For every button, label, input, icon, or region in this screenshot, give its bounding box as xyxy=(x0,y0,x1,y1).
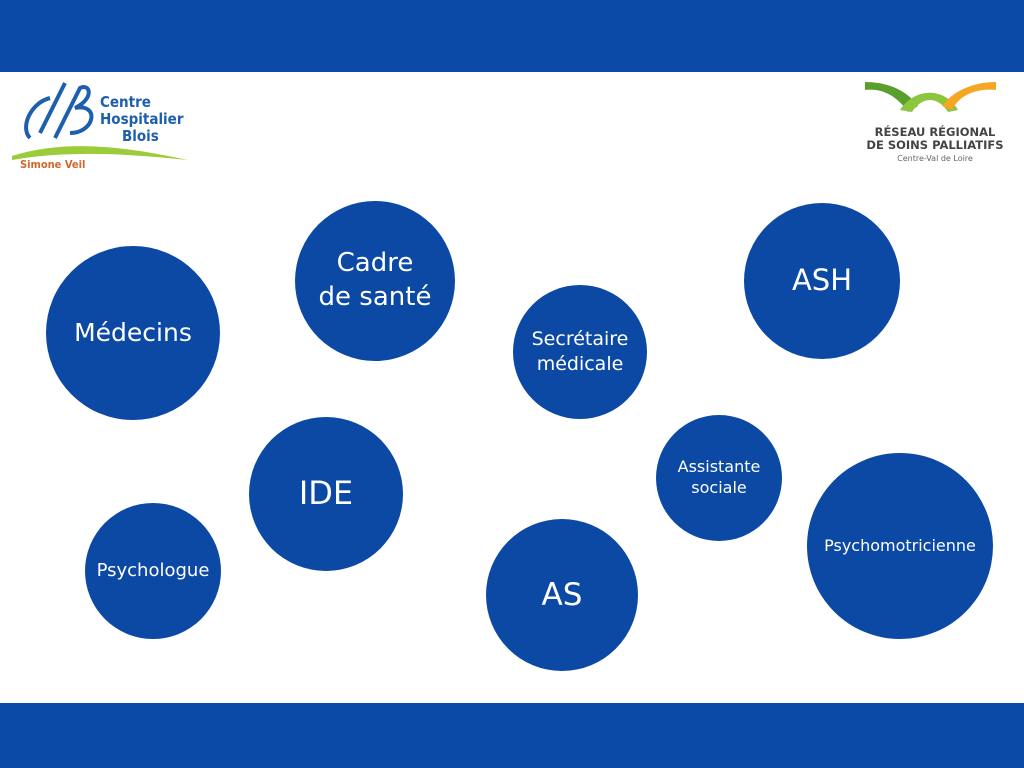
circle-label: ASH xyxy=(791,263,853,298)
circle-cadre-de-sante: Cadre de santé xyxy=(295,201,455,361)
circle-label: Secrétaire médicale xyxy=(531,328,629,375)
logo-text: DE SOINS PALLIATIFS xyxy=(866,138,1004,152)
circle-label: Médecins xyxy=(74,317,192,347)
footer-band xyxy=(0,703,1024,768)
reseau-soins-palliatifs-logo: RÉSEAU RÉGIONAL DE SOINS PALLIATIFS Cent… xyxy=(860,82,1010,172)
circle-as: AS xyxy=(486,519,638,671)
circle-label: Cadre de santé xyxy=(318,248,432,312)
logo-text: Hospitalier xyxy=(100,110,184,128)
logo-text: Centre xyxy=(100,93,151,111)
circle-assistante-sociale: Assistante sociale xyxy=(656,415,782,541)
circle-ash: ASH xyxy=(744,203,900,359)
logo-text: RÉSEAU RÉGIONAL xyxy=(874,125,996,139)
logo-text: Blois xyxy=(122,127,159,145)
circle-medecins: Médecins xyxy=(46,246,220,420)
circle-label: IDE xyxy=(298,474,354,513)
circle-label: Assistante sociale xyxy=(677,457,761,497)
centre-hospitalier-blois-logo: Centre Hospitalier Blois Simone Veil xyxy=(10,78,190,178)
header-band xyxy=(0,0,1024,72)
circle-secretaire-medicale: Secrétaire médicale xyxy=(513,285,647,419)
logo-subtitle: Simone Veil xyxy=(20,158,86,171)
circle-label: Psychologue xyxy=(96,560,210,582)
circle-psychomotricienne: Psychomotricienne xyxy=(807,453,993,639)
circle-ide: IDE xyxy=(249,417,403,571)
logo-text: Centre-Val de Loire xyxy=(897,154,973,163)
circle-label: Psychomotricienne xyxy=(824,535,976,555)
circle-label: AS xyxy=(541,576,583,613)
circle-psychologue: Psychologue xyxy=(85,503,221,639)
